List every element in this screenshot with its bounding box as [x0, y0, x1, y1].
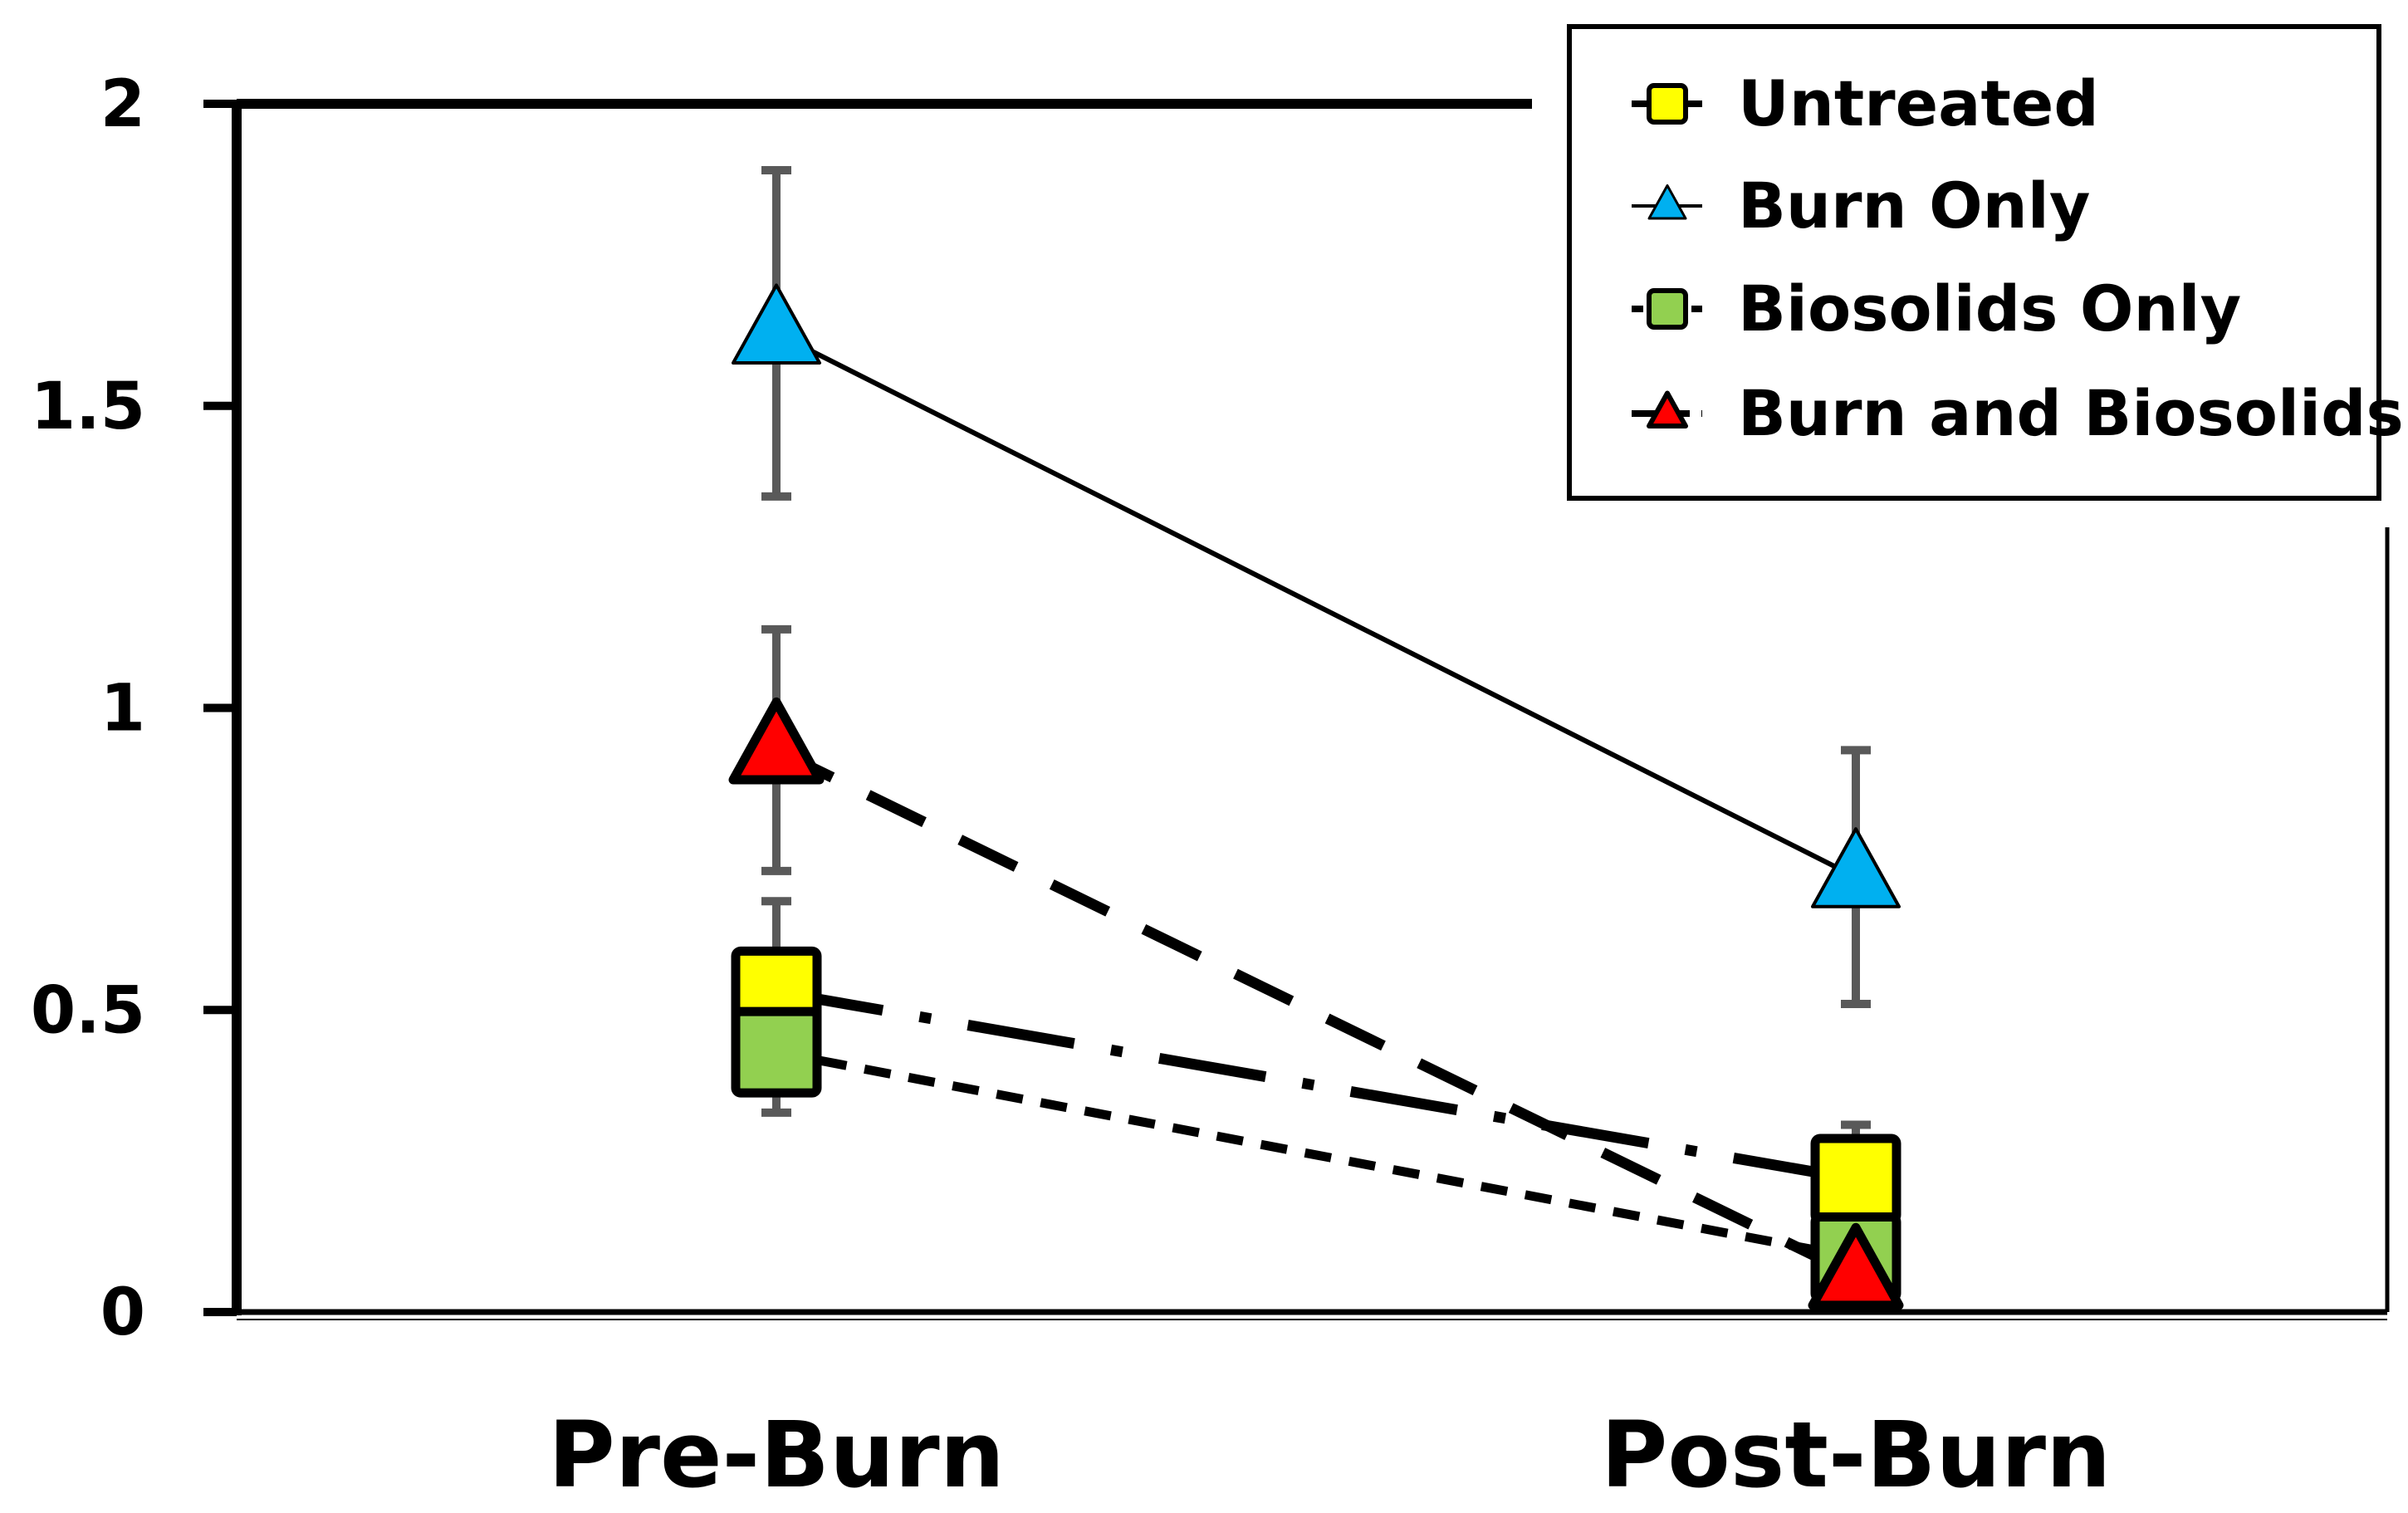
legend-label: Biosolids Only — [1738, 272, 2241, 345]
series-line — [774, 745, 1858, 1281]
x-category-label: Post-Burn — [1601, 1402, 2112, 1508]
legend-label: Burn Only — [1738, 169, 2090, 242]
data-point-square — [1647, 288, 1688, 330]
data-point-triangle — [1808, 1222, 1904, 1310]
series-markers — [728, 283, 1904, 1310]
legend-box — [1567, 24, 2381, 501]
data-point-triangle — [1647, 184, 1687, 220]
data-point-square — [1647, 83, 1688, 125]
series-lines — [774, 331, 1858, 1281]
y-tick-labels: 0 0.5 1 1.5 2 — [31, 67, 145, 1350]
data-point-triangle — [1811, 827, 1901, 908]
data-point-square — [1810, 1134, 1901, 1225]
y-tick-label: 0 — [100, 1276, 145, 1350]
data-point-triangle — [732, 283, 821, 365]
y-tick-label: 2 — [100, 67, 145, 142]
data-point-triangle — [728, 697, 825, 785]
x-category-label: Pre-Burn — [548, 1402, 1005, 1508]
series-line — [775, 331, 1857, 879]
x-category-labels: Pre-Burn Post-Burn — [548, 1402, 2111, 1508]
chart-axes — [203, 99, 2390, 1320]
legend-label: Untreated — [1738, 66, 2099, 140]
y-tick-label: 1 — [100, 672, 145, 747]
data-point-triangle — [1647, 390, 1688, 429]
series-line — [775, 1047, 1857, 1262]
legend-label: Burn and Biosolids — [1738, 376, 2404, 450]
y-tick-label: 0.5 — [31, 973, 145, 1048]
data-point-square — [731, 1006, 822, 1098]
y-tick-label: 1.5 — [31, 370, 145, 444]
